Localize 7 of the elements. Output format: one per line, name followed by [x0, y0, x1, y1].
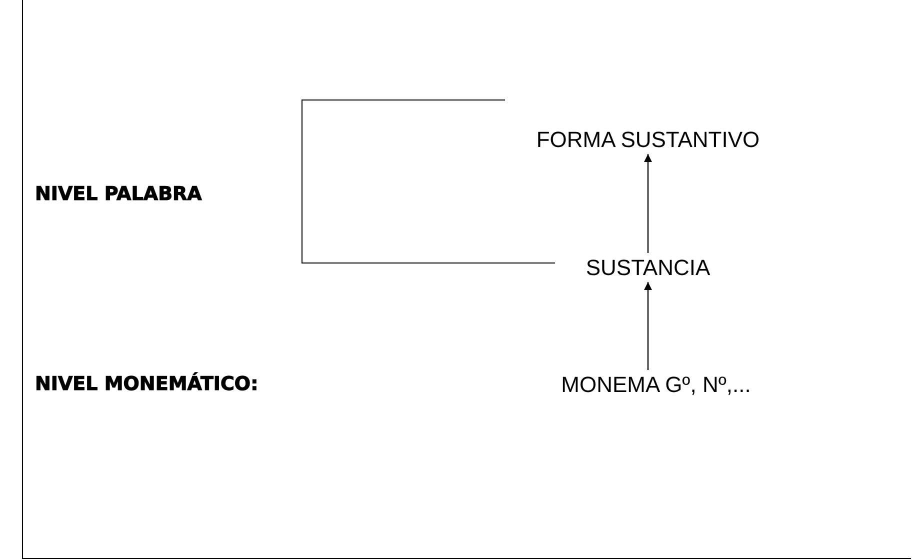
- level-heading: NIVEL PALABRA: [35, 183, 202, 205]
- arrow: [644, 154, 652, 253]
- level-term: FORMA SUSTANTIVO: [534, 127, 762, 153]
- level-term: MONEMA Gº, Nº,...: [559, 372, 753, 398]
- level-term: SUSTANCIA: [584, 255, 712, 281]
- level-heading: NIVEL MONEMÁTICO:: [35, 373, 258, 395]
- arrow: [644, 282, 652, 370]
